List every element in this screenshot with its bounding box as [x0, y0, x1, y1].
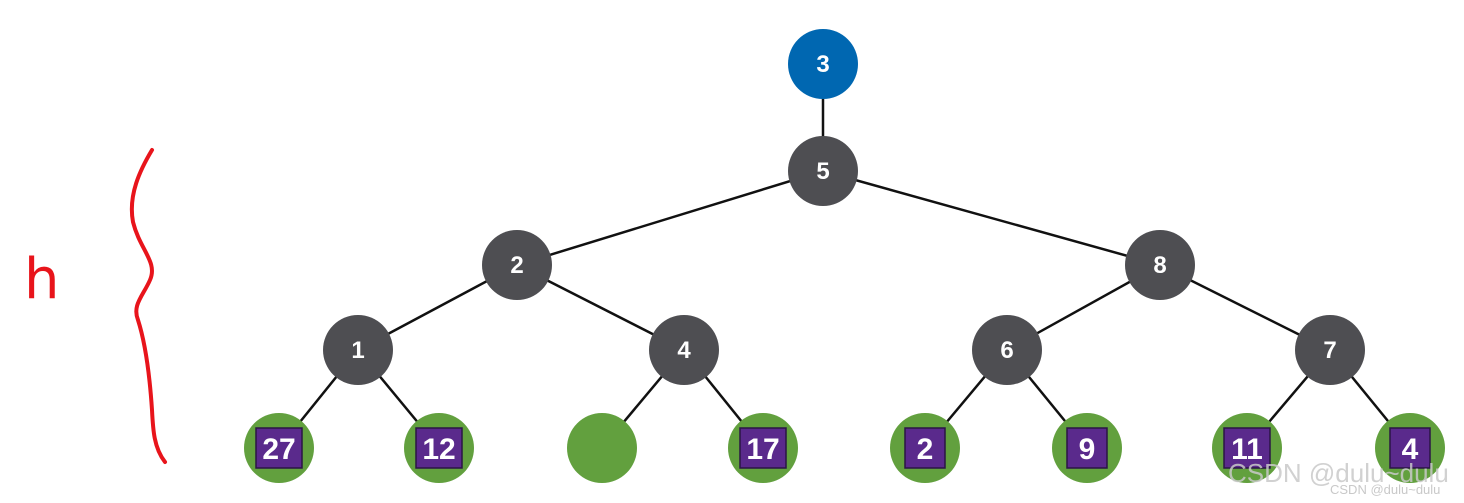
- internal-node-2-circle: [482, 230, 552, 300]
- leaf-value-box: [904, 427, 946, 469]
- leaf-value-label: 4: [1402, 433, 1419, 466]
- internal-node-4: 4: [649, 315, 719, 385]
- internal-node-2-label: 2: [510, 252, 523, 279]
- root-node-circle: [788, 29, 858, 99]
- internal-node-5-label: 5: [816, 158, 829, 185]
- height-brace: [129, 148, 167, 464]
- internal-node-8-label: 8: [1153, 252, 1166, 279]
- internal-node-7-circle: [1295, 315, 1365, 385]
- internal-node-7: 7: [1295, 315, 1365, 385]
- root-node: 3: [788, 29, 858, 99]
- internal-node-5-circle: [788, 136, 858, 206]
- internal-node-7-label: 7: [1323, 337, 1336, 364]
- watermark-large: CSDN @dulu~dulu: [1228, 458, 1449, 488]
- watermark-small: CSDN @dulu~dulu: [1330, 482, 1440, 497]
- leaf-value-label: 9: [1079, 433, 1096, 466]
- internal-node-1-label: 1: [351, 337, 364, 364]
- internal-node-6-label: 6: [1000, 337, 1013, 364]
- leaf-value-label: 17: [746, 433, 779, 466]
- height-label: h: [24, 247, 60, 312]
- leaf-value-label: 2: [917, 433, 934, 466]
- leaf-node-7: 11: [1212, 413, 1282, 483]
- leaf-value-box: [1389, 427, 1431, 469]
- leaf-value-label: 11: [1231, 433, 1263, 466]
- leaf-node-5: 2: [890, 413, 960, 483]
- leaf-node-1: 27: [244, 413, 314, 483]
- leaf-value-label: 27: [262, 433, 295, 466]
- internal-node-4-circle: [649, 315, 719, 385]
- leaf-value-box: [415, 427, 463, 469]
- leaf-node-2: 12: [404, 413, 474, 483]
- internal-node-2: 2: [482, 230, 552, 300]
- leaf-value-label: 12: [422, 433, 455, 466]
- leaf-node-4: 17: [728, 413, 798, 483]
- leaf-node-8: 4: [1375, 413, 1445, 483]
- internal-node-6-circle: [972, 315, 1042, 385]
- leaf-value-box: [1223, 427, 1271, 469]
- edge-n5-n8: [822, 169, 1161, 267]
- edge-n5-n2: [516, 169, 824, 267]
- leaf-node-6: 9: [1052, 413, 1122, 483]
- leaf-value-box: [255, 427, 303, 469]
- internal-node-8-circle: [1125, 230, 1195, 300]
- internal-node-8: 8: [1125, 230, 1195, 300]
- root-node-label: 3: [816, 51, 829, 78]
- internal-node-1-circle: [323, 315, 393, 385]
- leaf-value-box: [1066, 427, 1108, 469]
- internal-node-5: 5: [788, 136, 858, 206]
- leaf-circle: [567, 413, 637, 483]
- leaf-node-3: [567, 413, 637, 483]
- internal-node-6: 6: [972, 315, 1042, 385]
- tree-edges: [278, 64, 1411, 449]
- internal-node-4-label: 4: [677, 337, 691, 364]
- leaf-value-box: [739, 427, 787, 469]
- internal-node-1: 1: [323, 315, 393, 385]
